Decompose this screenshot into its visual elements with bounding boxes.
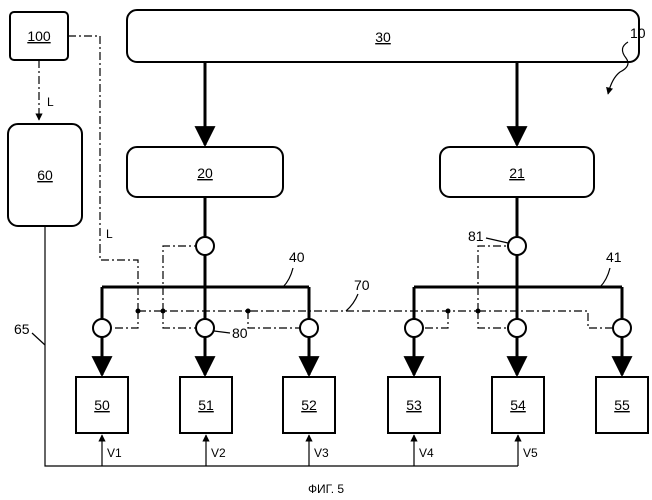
- ctrl-valve20: [163, 246, 196, 311]
- ctrl-valve54: [478, 311, 508, 328]
- block-60-label: 60: [37, 167, 53, 183]
- block-21-label: 21: [509, 165, 525, 181]
- signal-v3: V3: [314, 446, 329, 460]
- block-51: 51: [180, 377, 232, 433]
- ref-65: 65: [14, 321, 30, 337]
- ref-40: 40: [289, 249, 305, 265]
- junction-dot: [136, 309, 141, 314]
- block-100-label: 100: [27, 28, 51, 44]
- junction-dot: [476, 309, 481, 314]
- block-53-label: 53: [406, 397, 422, 413]
- valve-20-main: [196, 237, 214, 255]
- leader-65: [32, 333, 45, 345]
- ctrl-valve52: [248, 311, 300, 328]
- valve-50: [93, 319, 111, 337]
- figure-caption: ФИГ. 5: [308, 482, 344, 496]
- signal-L-top: L: [47, 95, 54, 109]
- block-52-label: 52: [301, 397, 317, 413]
- block-21: 21: [440, 147, 594, 197]
- valve-51: [196, 319, 214, 337]
- block-30-label: 30: [375, 29, 391, 45]
- block-50-label: 50: [94, 397, 110, 413]
- valve-54: [508, 319, 526, 337]
- block-55: 55: [596, 377, 648, 433]
- leader-80: [214, 331, 230, 333]
- signal-v5: V5: [523, 446, 538, 460]
- ctrl-valve21: [478, 246, 508, 311]
- ref-41: 41: [606, 249, 622, 265]
- signal-v2: V2: [211, 446, 226, 460]
- junction-dot: [161, 309, 166, 314]
- block-53: 53: [388, 377, 440, 433]
- ctrl-valve50: [111, 311, 138, 328]
- ctrl-valve53: [423, 311, 448, 328]
- control-line-down: [100, 245, 138, 311]
- signal-v4: V4: [419, 446, 434, 460]
- valve-21-main: [508, 237, 526, 255]
- ref-80: 80: [232, 325, 248, 341]
- block-54-label: 54: [510, 397, 526, 413]
- block-51-label: 51: [198, 397, 214, 413]
- block-55-label: 55: [614, 397, 630, 413]
- block-54: 54: [492, 377, 544, 433]
- ref-70: 70: [354, 277, 370, 293]
- block-30: 30: [127, 10, 639, 62]
- junction-dot: [246, 309, 251, 314]
- ctrl-valve55: [478, 311, 613, 328]
- leader-40: [283, 268, 293, 287]
- leader-41: [600, 268, 610, 287]
- block-52: 52: [283, 377, 335, 433]
- valve-52: [300, 319, 318, 337]
- leader-81: [486, 238, 508, 243]
- ref-10: 10: [630, 25, 646, 41]
- block-100: 100: [10, 12, 68, 60]
- block-50: 50: [76, 377, 128, 433]
- block-20: 20: [127, 147, 283, 197]
- block-20-label: 20: [197, 165, 213, 181]
- valve-55: [613, 319, 631, 337]
- signal-v1: V1: [107, 446, 122, 460]
- valve-53: [405, 319, 423, 337]
- ref-81: 81: [468, 228, 484, 244]
- block-60: 60: [8, 124, 82, 226]
- ctrl-valve51: [163, 311, 196, 328]
- leader-70: [346, 294, 358, 311]
- junction-dot: [446, 309, 451, 314]
- signal-L-side: L: [106, 227, 113, 241]
